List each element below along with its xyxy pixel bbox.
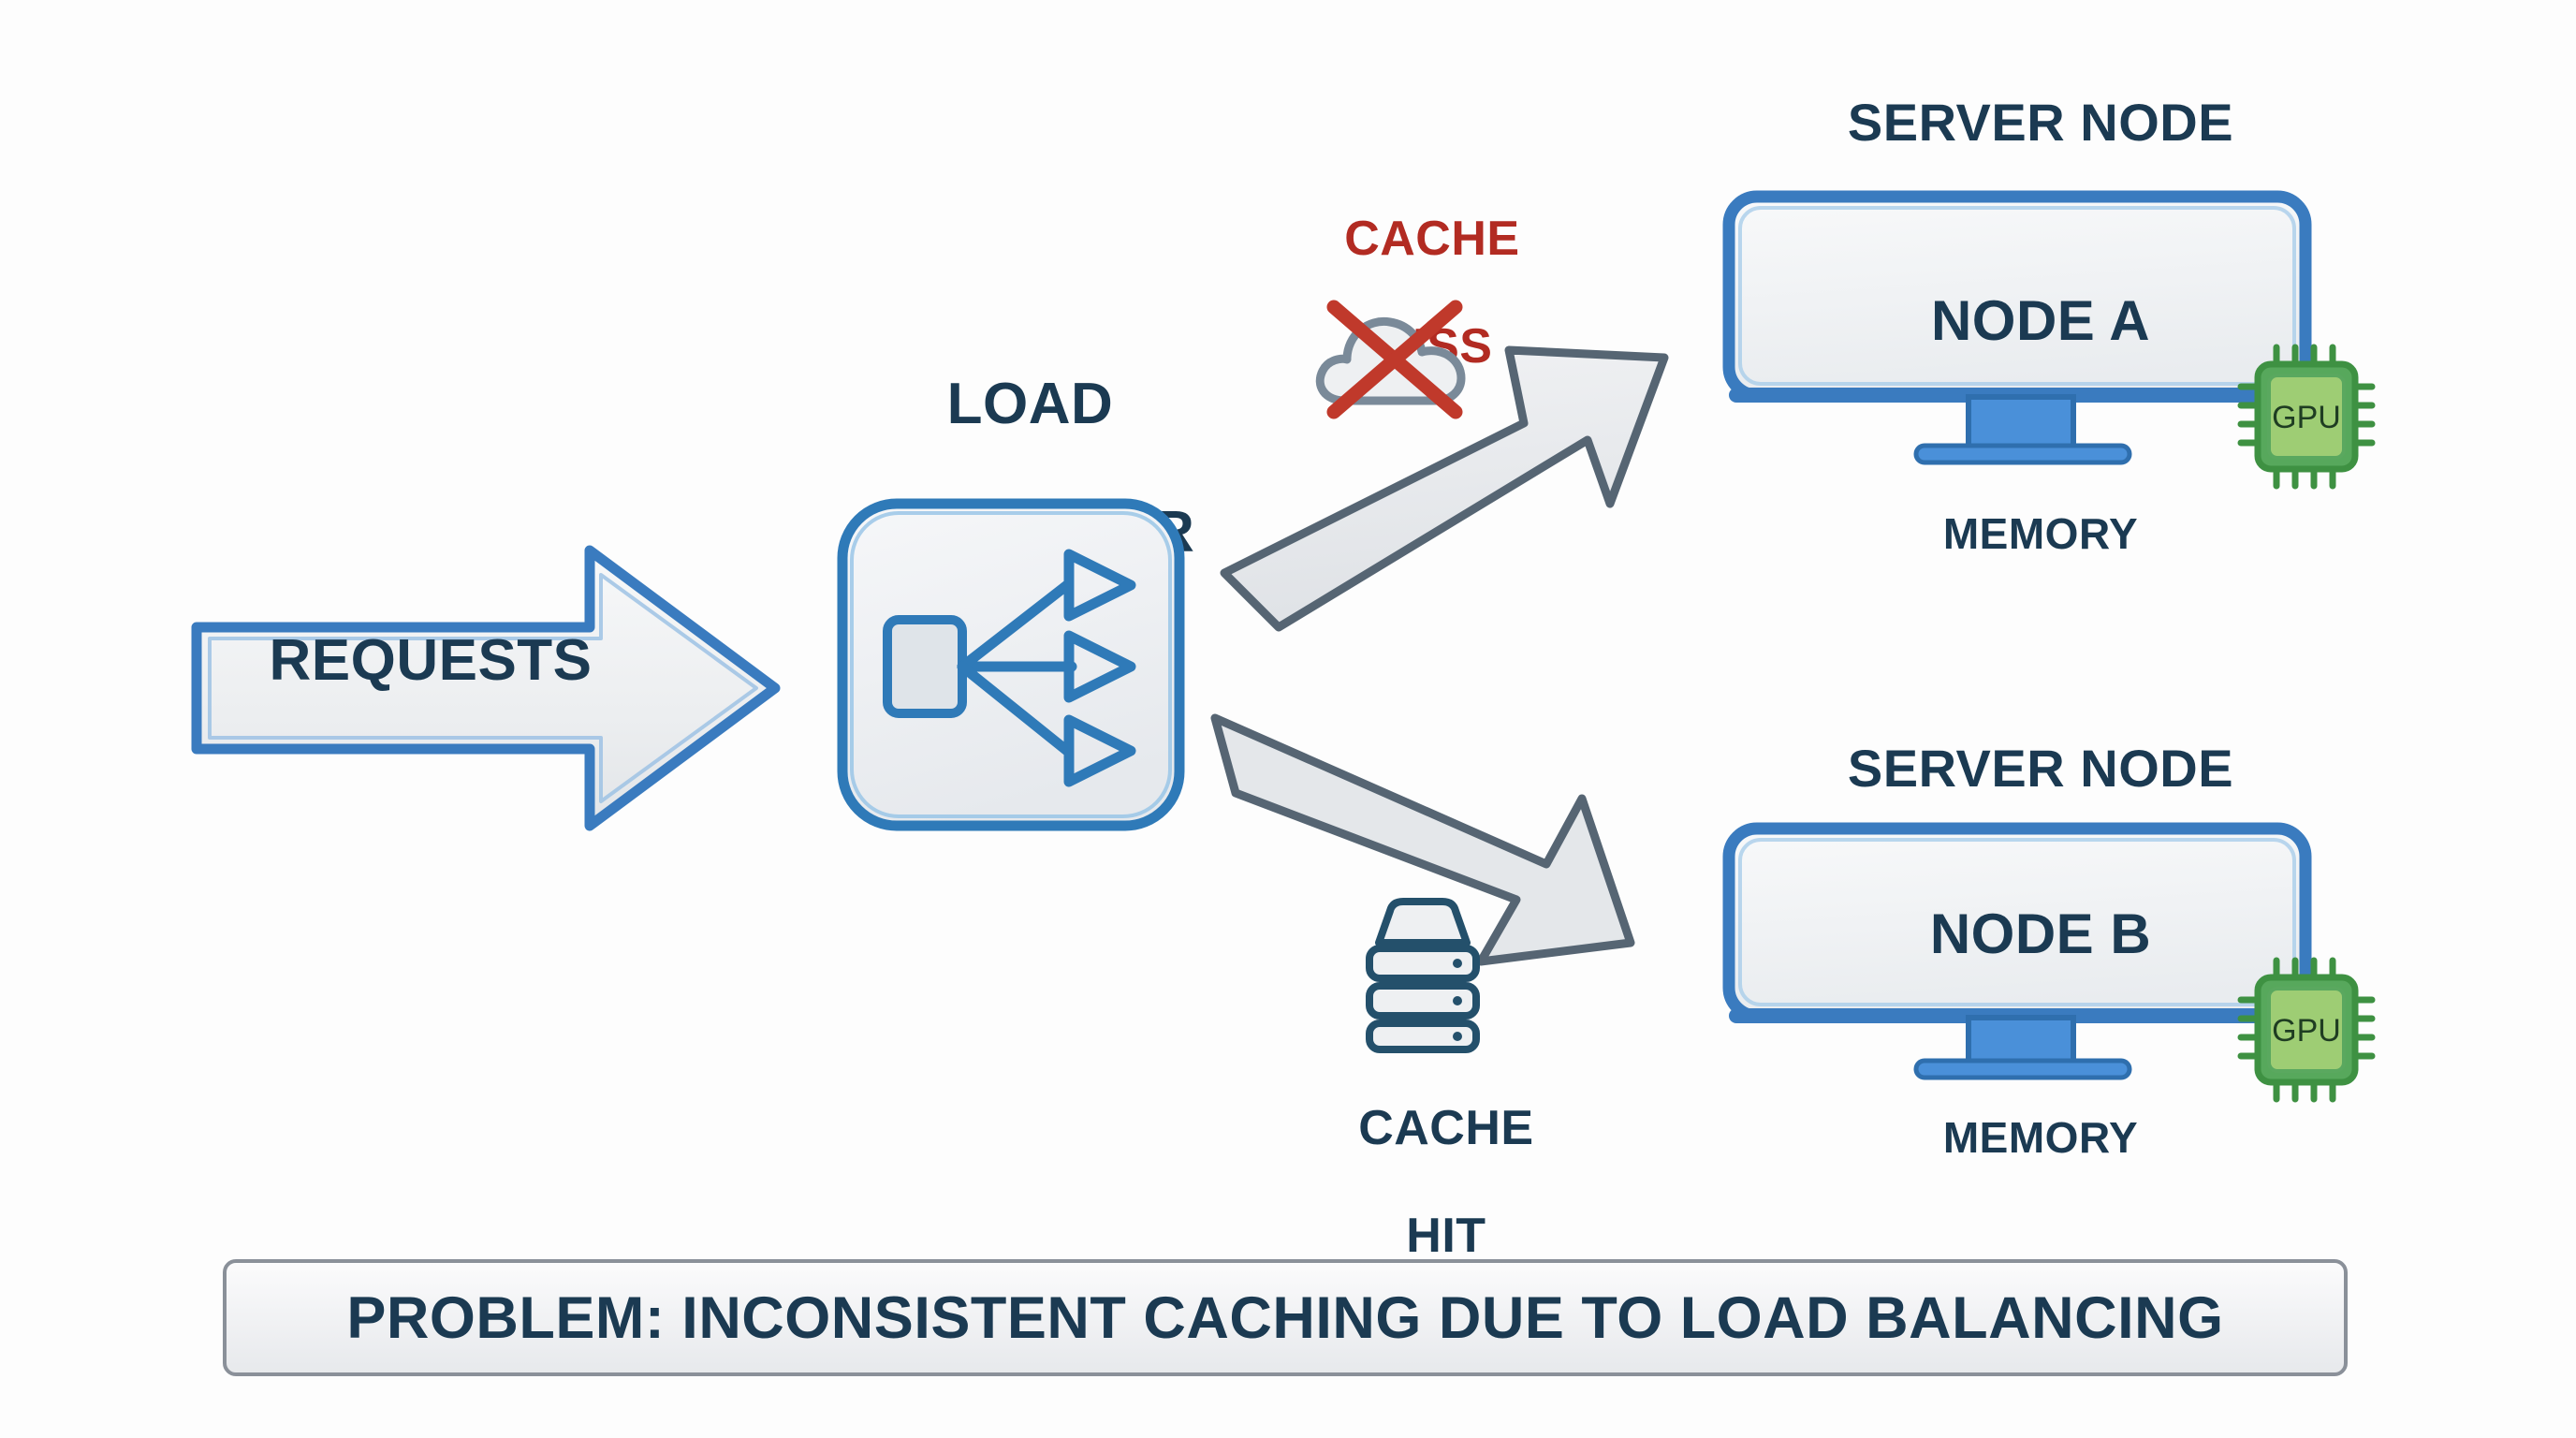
requests-label: REQUESTS <box>269 628 593 693</box>
problem-banner-text: PROBLEM: INCONSISTENT CACHING DUE TO LOA… <box>346 1284 2224 1351</box>
gpu-chip-icon: GPU <box>2237 955 2382 1105</box>
gpu-chip-icon: GPU <box>2237 342 2382 492</box>
requests-arrow-icon <box>187 534 786 843</box>
node-b-memory-label: MEMORY <box>1942 1113 2139 1162</box>
gray-arrow-up-right-icon <box>1217 309 1741 637</box>
server-node-a-title: SERVER NODE <box>1847 93 2234 152</box>
load-balancer-fanout-icon[interactable] <box>833 496 1189 833</box>
gpu-label-a: GPU <box>2272 400 2341 435</box>
server-node-b-title: SERVER NODE <box>1847 739 2234 798</box>
node-a-monitor-icon <box>1718 187 2373 477</box>
cache-hit-title-line1: CACHE <box>1358 1101 1534 1156</box>
cache-hit-title-line2: HIT <box>1406 1208 1486 1263</box>
problem-banner: PROBLEM: INCONSISTENT CACHING DUE TO LOA… <box>223 1259 2348 1376</box>
gpu-label-b: GPU <box>2272 1013 2341 1049</box>
database-stack-icon <box>1353 894 1493 1053</box>
node-a-memory-label: MEMORY <box>1942 509 2139 558</box>
cache-hit-title: CACHE HIT <box>1301 1049 1535 1316</box>
node-a-screen-label: NODE A <box>1930 289 2151 352</box>
node-b-monitor-icon <box>1718 819 2373 1091</box>
cloud-crossed-out-icon <box>1306 281 1484 431</box>
gray-arrow-down-right-icon <box>1208 697 1713 978</box>
load-balancer-title-line1: LOAD <box>946 372 1114 437</box>
cache-miss-title-line1: CACHE <box>1344 212 1520 267</box>
node-b-screen-label: NODE B <box>1929 902 2152 965</box>
